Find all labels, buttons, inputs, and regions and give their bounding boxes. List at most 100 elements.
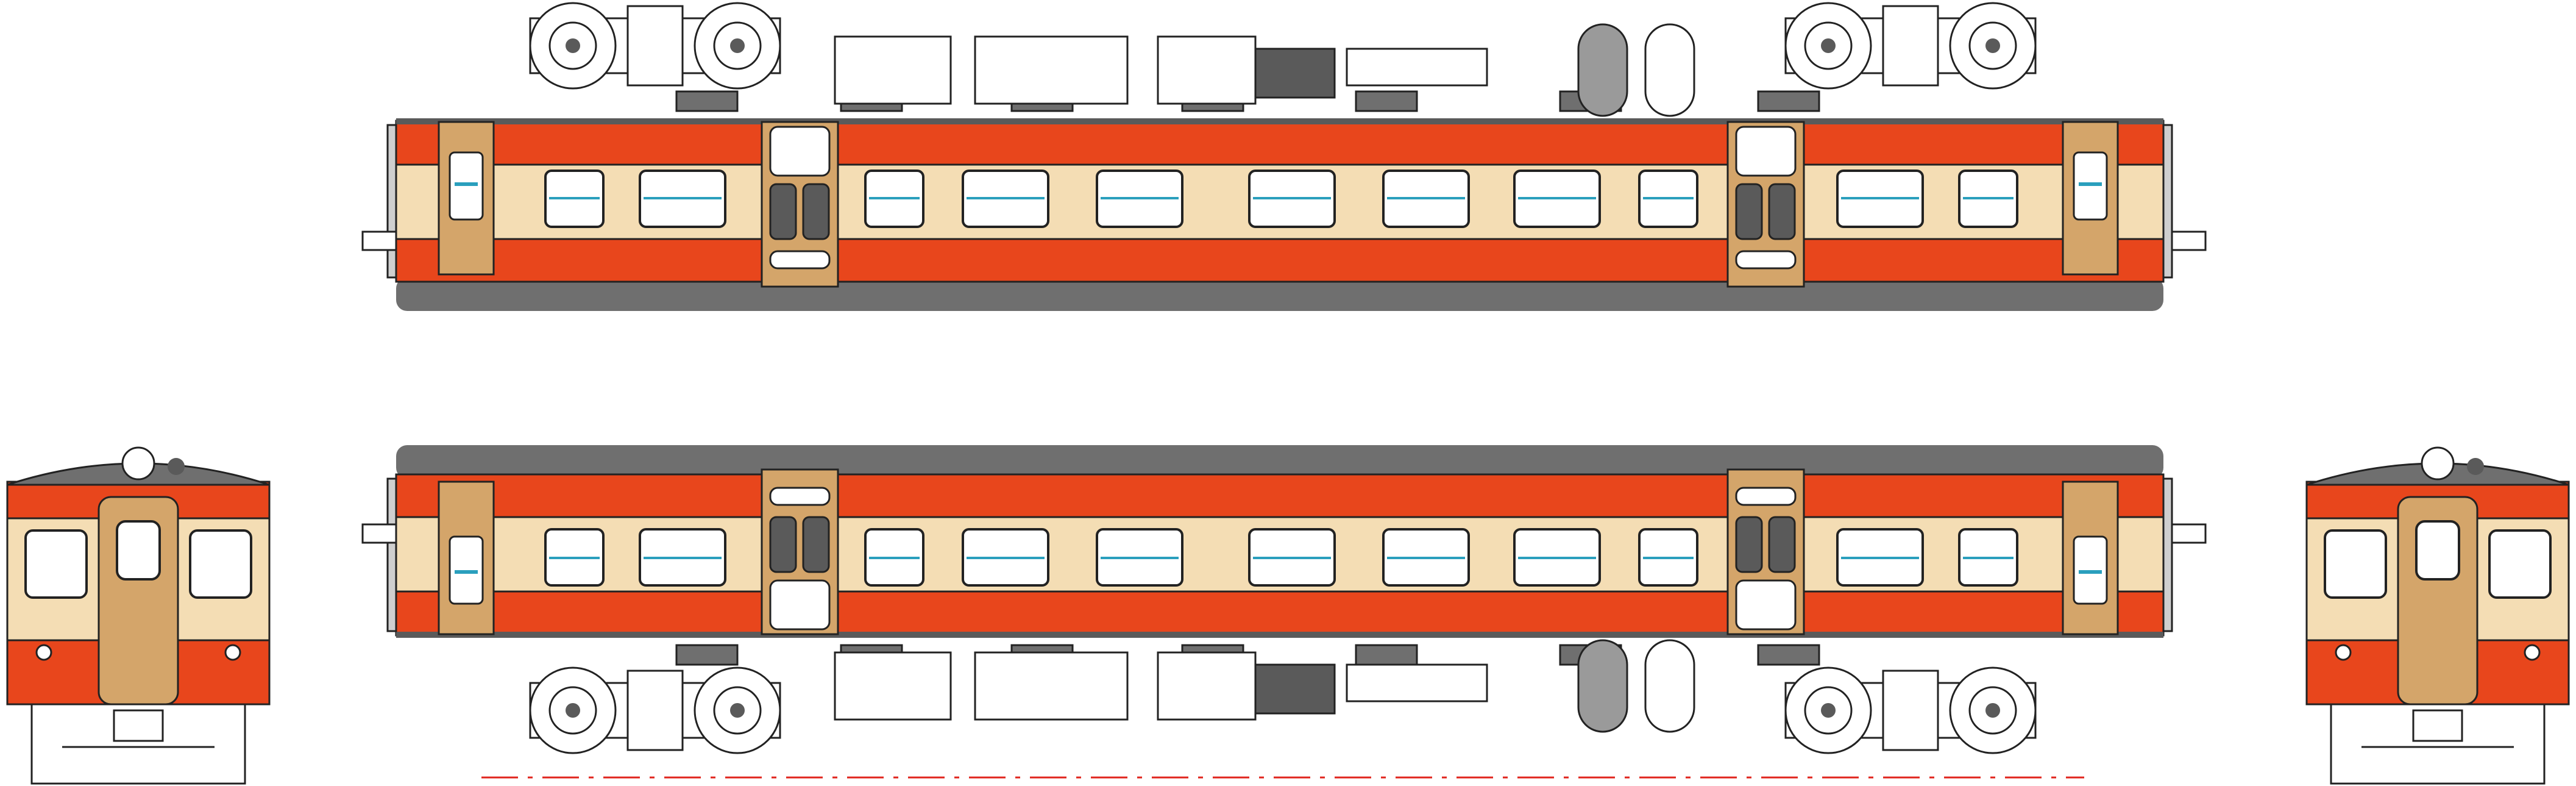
door-lower-window <box>1735 579 1797 631</box>
window-glass-line <box>967 197 1045 199</box>
door-upper-window <box>1735 487 1797 506</box>
coupler-left <box>361 230 397 251</box>
end-door-glass-right <box>2079 182 2102 186</box>
end-window-right <box>189 529 252 599</box>
underframe-plate <box>1355 90 1418 112</box>
upper-band <box>395 473 2165 518</box>
door-lower-window <box>769 126 831 177</box>
end-door-window <box>2415 520 2460 581</box>
bolster <box>1882 5 1939 87</box>
transmission <box>1157 35 1257 105</box>
radiator <box>1254 48 1336 99</box>
window-glass-line <box>1963 197 2014 199</box>
diesel-engine <box>974 651 1129 721</box>
skirt <box>396 632 2163 638</box>
door-window-left <box>1735 183 1763 240</box>
window-glass-line <box>1518 557 1596 559</box>
front-end-view-right <box>2305 446 2570 785</box>
end-door-glass-right <box>2079 570 2102 574</box>
door-upper-window <box>769 250 831 270</box>
window-glass-line <box>1387 197 1465 199</box>
air-tank <box>1577 23 1628 117</box>
side-elevation-lower <box>361 445 2207 754</box>
headlight <box>121 446 155 481</box>
end-door-glass-left <box>455 182 478 186</box>
tail-lamp-right <box>224 644 241 661</box>
radiator <box>1254 663 1336 715</box>
air-tank <box>1577 639 1628 733</box>
air-tank <box>1644 639 1695 733</box>
bogie-leading <box>529 2 781 90</box>
window-glass-line <box>1253 197 1331 199</box>
tail-lamp-right <box>2524 644 2541 661</box>
horn <box>2467 458 2484 475</box>
bogie-trailing <box>1784 2 2037 90</box>
diesel-engine <box>974 35 1129 105</box>
underframe-plate <box>1757 644 1820 666</box>
air-tank <box>1644 23 1695 117</box>
transmission <box>1157 651 1257 721</box>
door-window-right <box>1768 516 1796 573</box>
door-upper-window <box>769 487 831 506</box>
underframe-plate <box>675 90 739 112</box>
horn <box>168 458 185 475</box>
end-door-glass-left <box>455 570 478 574</box>
bolster <box>1882 670 1939 751</box>
upper-band <box>395 238 2165 283</box>
door-window-left <box>769 516 797 573</box>
fuel-tank <box>834 35 952 105</box>
window-glass-line <box>1518 197 1596 199</box>
underframe-plate <box>1757 90 1820 112</box>
axle <box>566 703 580 718</box>
skirt <box>396 118 2163 124</box>
door-window-left <box>769 183 797 240</box>
underframe-plate <box>675 644 739 666</box>
lower-band <box>395 590 2165 637</box>
window-glass-line <box>1101 557 1179 559</box>
axle <box>1985 38 2000 53</box>
right-end-bellows <box>2162 477 2173 632</box>
left-end-bellows <box>386 124 397 279</box>
door-window-right <box>802 183 830 240</box>
end-coupler <box>2412 709 2463 742</box>
lower-band <box>395 120 2165 166</box>
exhaust-pipe <box>1346 663 1488 702</box>
axle <box>730 703 745 718</box>
bogie-leading <box>529 666 781 754</box>
window-glass-line <box>1253 557 1331 559</box>
axle <box>730 38 745 53</box>
door-lower-window <box>769 579 831 631</box>
window-glass-line <box>1643 197 1694 199</box>
window-glass-line <box>1963 557 2014 559</box>
window-glass-line <box>644 557 722 559</box>
bolster <box>626 5 684 87</box>
end-door-right <box>2062 481 2119 635</box>
door-window-left <box>1735 516 1763 573</box>
window-glass-line <box>1841 557 1919 559</box>
coupler-left <box>361 523 397 544</box>
end-coupler <box>113 709 164 742</box>
tail-lamp-left <box>2335 644 2352 661</box>
bogie-trailing <box>1784 666 2037 754</box>
left-end-bellows <box>386 477 397 632</box>
tail-lamp-left <box>35 644 52 661</box>
window-glass-line <box>644 197 722 199</box>
end-window-left <box>2324 529 2387 599</box>
window-glass-line <box>1841 197 1919 199</box>
end-window-right <box>2488 529 2552 599</box>
bolster <box>626 670 684 751</box>
end-undercarriage <box>30 703 246 785</box>
window-glass-line <box>549 557 600 559</box>
exhaust-pipe <box>1346 48 1488 87</box>
front-end-view-left <box>6 446 271 785</box>
axle <box>1821 703 1836 718</box>
window-glass-line <box>869 197 920 199</box>
axle <box>566 38 580 53</box>
end-window-left <box>24 529 88 599</box>
door-window-right <box>1768 183 1796 240</box>
coupler-right <box>2171 523 2207 544</box>
headlight <box>2421 446 2455 481</box>
window-glass-line <box>1101 197 1179 199</box>
side-elevation-upper <box>361 2 2207 311</box>
